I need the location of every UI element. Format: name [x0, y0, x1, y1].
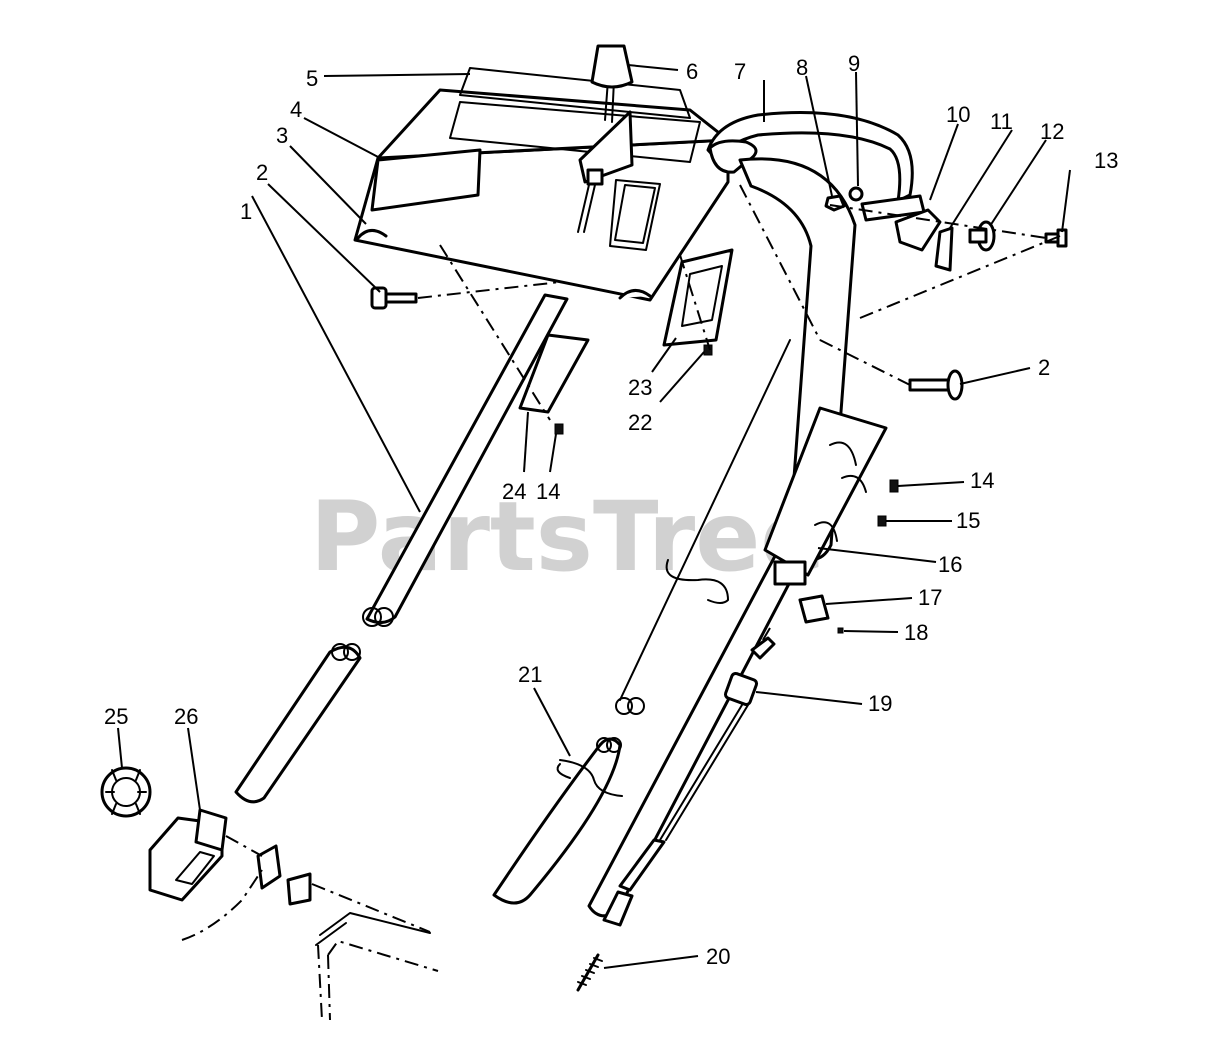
- callout-20: 20: [706, 944, 730, 969]
- callout-labels: 1 2 2 3 4 5 6 7 8 9 10 11 12 13 14 14 15…: [104, 51, 1118, 969]
- carriage-bolt-left[interactable]: [370, 286, 418, 310]
- guide-plate[interactable]: [518, 333, 590, 414]
- callout-3: 3: [276, 123, 288, 148]
- deck-bracket[interactable]: [256, 844, 312, 906]
- handle-knob[interactable]: [100, 766, 152, 818]
- callout-15: 15: [956, 508, 980, 533]
- callout-10: 10: [946, 102, 970, 127]
- callout-6: 6: [686, 59, 698, 84]
- callout-24: 24: [502, 479, 526, 504]
- spring-clip-upper[interactable]: [665, 559, 729, 604]
- assembly-lines: [225, 184, 1061, 857]
- callout-2-left: 2: [256, 160, 268, 185]
- lower-handle-left[interactable]: [234, 293, 569, 804]
- shift-knob[interactable]: [590, 44, 634, 89]
- deck-outline: [181, 869, 439, 1021]
- lower-handle-right[interactable]: [492, 737, 622, 905]
- callout-4: 4: [290, 97, 302, 122]
- control-lever[interactable]: [934, 226, 954, 272]
- hex-nut[interactable]: [824, 194, 846, 212]
- screw-right-18[interactable]: [837, 627, 844, 634]
- callout-17: 17: [918, 585, 942, 610]
- callout-21: 21: [518, 662, 542, 687]
- callout-18: 18: [904, 620, 928, 645]
- callout-5: 5: [306, 66, 318, 91]
- spacer-bushing[interactable]: [968, 220, 996, 252]
- partstree-watermark: PartsTree: [310, 481, 825, 593]
- cable-guide-bracket[interactable]: [763, 406, 888, 586]
- screw-small-left[interactable]: [554, 423, 564, 435]
- traction-cable[interactable]: [602, 636, 776, 927]
- callout-23: 23: [628, 375, 652, 400]
- lock-washer[interactable]: [848, 186, 864, 202]
- screw-right-14[interactable]: [889, 479, 899, 493]
- callout-26: 26: [174, 704, 198, 729]
- callout-14-right: 14: [970, 468, 994, 493]
- callout-14-left: 14: [536, 479, 560, 504]
- callout-11: 11: [990, 109, 1013, 134]
- carriage-bolt-right[interactable]: [908, 369, 964, 401]
- callout-7: 7: [734, 59, 746, 84]
- cable-spring[interactable]: [576, 953, 603, 992]
- control-panel[interactable]: [353, 67, 730, 302]
- callout-12: 12: [1040, 119, 1064, 144]
- callout-22: 22: [628, 410, 652, 435]
- callout-19: 19: [868, 691, 892, 716]
- callout-1: 1: [240, 199, 252, 224]
- callout-2-right: 2: [1038, 355, 1050, 380]
- shift-lever[interactable]: [577, 79, 634, 233]
- bracket-plate[interactable]: [662, 248, 734, 347]
- screw-right-15[interactable]: [877, 515, 887, 527]
- callout-8: 8: [796, 55, 808, 80]
- callout-16: 16: [938, 552, 962, 577]
- spring-clip-lower[interactable]: [556, 759, 623, 797]
- callout-9: 9: [848, 51, 860, 76]
- callout-13: 13: [1094, 148, 1118, 173]
- callout-25: 25: [104, 704, 128, 729]
- leader-lines: [117, 64, 1071, 969]
- height-adjust-bracket[interactable]: [148, 808, 228, 902]
- cable-clip[interactable]: [798, 594, 830, 624]
